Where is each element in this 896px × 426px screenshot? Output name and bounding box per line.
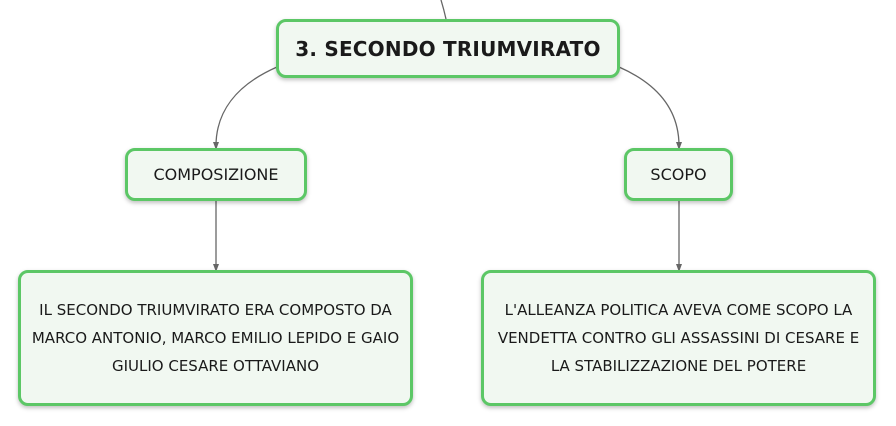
scopo-node-label: SCOPO [650,165,707,184]
scopo-detail-text: L'ALLEANZA POLITICA AVEVA COME SCOPO LA … [497,301,860,375]
composizione-node[interactable]: COMPOSIZIONE [125,148,307,201]
connector-root-to-scopo [618,66,682,150]
root-node-label: 3. SECONDO TRIUMVIRATO [295,36,601,61]
connector-incoming [440,0,447,20]
composizione-node-label: COMPOSIZIONE [153,165,279,184]
composizione-detail-node[interactable]: IL SECONDO TRIUMVIRATO ERA COMPOSTO DA M… [18,270,413,406]
composizione-detail-text: IL SECONDO TRIUMVIRATO ERA COMPOSTO DA M… [31,301,400,375]
scopo-node[interactable]: SCOPO [624,148,733,201]
root-node[interactable]: 3. SECONDO TRIUMVIRATO [276,19,620,78]
scopo-detail-node[interactable]: L'ALLEANZA POLITICA AVEVA COME SCOPO LA … [481,270,876,406]
connector-root-to-composizione [213,66,278,150]
